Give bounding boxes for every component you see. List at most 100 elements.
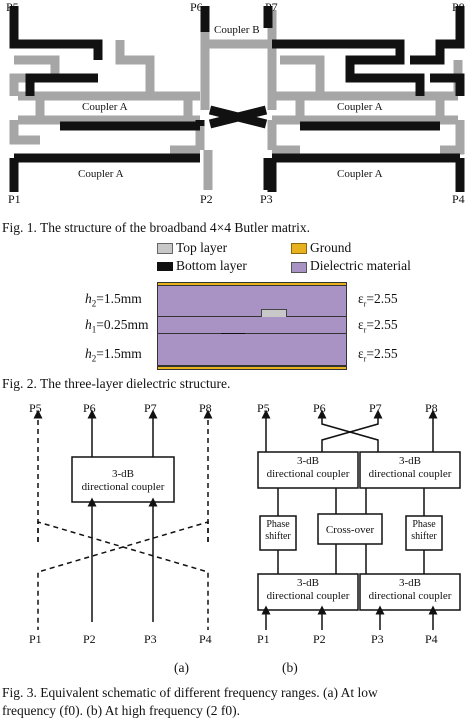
layer-label-3-sub: 2 bbox=[91, 353, 97, 364]
eps-label-2-sym: ε bbox=[358, 317, 364, 332]
fig3b-phase-left-line1: Phase bbox=[266, 519, 290, 530]
fig3b-coupler-br: 3-dB directional coupler bbox=[360, 577, 460, 603]
fig3a-port-p4: P4 bbox=[199, 632, 212, 646]
top-layer-swatch bbox=[157, 243, 173, 254]
schematic-a bbox=[33, 409, 213, 630]
layer-label-1: h2=1.5mm bbox=[85, 290, 142, 313]
eps-label-1-sym: ε bbox=[358, 291, 364, 306]
fig1-port-p7: P7 bbox=[265, 0, 278, 14]
fig3a-port-p6: P6 bbox=[83, 401, 96, 415]
bottom-ground-plane bbox=[157, 366, 347, 370]
top-ground-plane bbox=[157, 282, 347, 286]
fig3b-coupler-tl: 3-dB directional coupler bbox=[258, 455, 358, 481]
fig1-coupler-a-label-1: Coupler A bbox=[82, 101, 128, 113]
layer-label-2-sub: 1 bbox=[91, 324, 97, 335]
eps-label-3-sub: r bbox=[363, 354, 367, 364]
fig3b-port-p8: P8 bbox=[425, 401, 438, 415]
layer-label-2-sym: h bbox=[85, 317, 92, 332]
fig3b-coupler-tl-line2: directional coupler bbox=[266, 468, 350, 480]
fig3b-phase-right-line2: shifter bbox=[411, 531, 437, 542]
fig1-port-p3: P3 bbox=[260, 192, 273, 206]
eps-label-3-sym: ε bbox=[358, 346, 364, 361]
dielectric-layer-top bbox=[157, 286, 347, 317]
fig3b-coupler-tr: 3-dB directional coupler bbox=[360, 455, 460, 481]
eps-label-3: εr=2.55 bbox=[358, 346, 398, 364]
fig3b-coupler-br-line1: 3-dB bbox=[399, 577, 421, 589]
fig1-port-p1: P1 bbox=[8, 192, 21, 206]
dielectric-stack bbox=[157, 282, 347, 372]
fig3b-port-p6: P6 bbox=[313, 401, 326, 415]
fig3a-coupler-line2: directional coupler bbox=[81, 481, 165, 493]
eps-label-1-val: 2.55 bbox=[373, 291, 398, 306]
layer-label-1-sym: h bbox=[85, 291, 92, 306]
fig3b-coupler-bl-line1: 3-dB bbox=[297, 577, 319, 589]
fig3b-coupler-bl: 3-dB directional coupler bbox=[258, 577, 358, 603]
layer-label-1-sub: 2 bbox=[91, 298, 97, 309]
fig3b-coupler-tr-line2: directional coupler bbox=[368, 468, 452, 480]
fig1-port-p2: P2 bbox=[200, 192, 213, 206]
fig3b-coupler-tr-line1: 3-dB bbox=[399, 455, 421, 467]
fig3b-coupler-tl-line1: 3-dB bbox=[297, 455, 319, 467]
fig1-coupler-a-label-4: Coupler A bbox=[337, 168, 383, 180]
fig3b-port-p4: P4 bbox=[425, 632, 438, 646]
legend-bottom-layer: Bottom layer bbox=[176, 258, 247, 273]
fig1-coupler-a-label-2: Coupler A bbox=[337, 101, 383, 113]
fig2-legend: Top layer Ground Bottom layer Dielectric… bbox=[0, 238, 474, 278]
top-layer-traces bbox=[9, 10, 465, 190]
fig3-caption-line2: frequency (f0). (b) At high frequency (2… bbox=[2, 703, 241, 718]
layer-label-2-val: =0.25mm bbox=[96, 317, 149, 332]
fig3-schematics bbox=[33, 409, 461, 630]
dielectric-layer-bottom bbox=[157, 334, 347, 366]
fig3b-port-p3: P3 bbox=[371, 632, 384, 646]
fig3a-port-p8: P8 bbox=[199, 401, 212, 415]
fig3b-phase-left-line2: shifter bbox=[265, 531, 291, 542]
bottom-layer-traces bbox=[9, 6, 465, 192]
layer-label-2: h1=0.25mm bbox=[85, 316, 149, 339]
fig1-port-p6: P6 bbox=[190, 0, 203, 14]
eps-label-2: εr=2.55 bbox=[358, 317, 398, 335]
fig1-caption: Fig. 1. The structure of the broadband 4… bbox=[2, 220, 311, 235]
fig3a-port-p5: P5 bbox=[29, 401, 42, 415]
fig3-caption-line1: Fig. 3. Equivalent schematic of differen… bbox=[2, 685, 378, 700]
layer-label-1-val: =1.5mm bbox=[96, 291, 142, 306]
schematic-b bbox=[257, 409, 461, 630]
eps-label-2-sub: r bbox=[363, 325, 367, 335]
fig1-port-p5: P5 bbox=[6, 0, 19, 14]
fig3a-port-p3: P3 bbox=[144, 632, 157, 646]
fig3a-port-p7: P7 bbox=[144, 401, 157, 415]
layer-label-3-val: =1.5mm bbox=[96, 346, 142, 361]
dielectric-swatch bbox=[291, 262, 307, 273]
fig3b-port-p2: P2 bbox=[313, 632, 326, 646]
fig3a-coupler-line1: 3-dB bbox=[112, 468, 134, 480]
layer-label-3-sym: h bbox=[85, 346, 92, 361]
legend-dielectric: Dielectric material bbox=[310, 258, 411, 273]
fig1-port-p4: P4 bbox=[452, 192, 465, 206]
fig3a-port-p1: P1 bbox=[29, 632, 42, 646]
fig1-coupler-b-label: Coupler B bbox=[214, 24, 260, 36]
fig3b-crossover: Cross-over bbox=[325, 524, 375, 536]
fig1-coupler-a-label-3: Coupler A bbox=[78, 168, 124, 180]
eps-label-1-sub: r bbox=[363, 299, 367, 309]
fig1-port-p8: P8 bbox=[452, 0, 465, 14]
fig3a-port-p2: P2 bbox=[83, 632, 96, 646]
fig3a-coupler: 3-dB directional coupler bbox=[72, 468, 174, 494]
fig3-label-b: (b) bbox=[282, 660, 298, 675]
legend-ground: Ground bbox=[310, 240, 352, 255]
butler-matrix-layout bbox=[9, 6, 465, 192]
fig3b-phase-right: Phase shifter bbox=[406, 519, 442, 543]
ground-swatch bbox=[291, 243, 307, 254]
fig3b-port-p5: P5 bbox=[257, 401, 270, 415]
fig3b-coupler-bl-line2: directional coupler bbox=[266, 590, 350, 602]
fig2-caption: Fig. 2. The three-layer dielectric struc… bbox=[2, 376, 231, 391]
fig3-label-a: (a) bbox=[174, 660, 189, 675]
dielectric-layer-middle bbox=[157, 317, 347, 334]
fig1-layout bbox=[0, 0, 474, 210]
legend-top-layer: Top layer bbox=[176, 240, 228, 255]
eps-label-3-val: 2.55 bbox=[373, 346, 398, 361]
fig3b-port-p7: P7 bbox=[369, 401, 382, 415]
eps-label-2-val: 2.55 bbox=[373, 317, 398, 332]
fig3b-coupler-br-line2: directional coupler bbox=[368, 590, 452, 602]
bottom-layer-swatch bbox=[157, 262, 173, 271]
eps-label-1: εr=2.55 bbox=[358, 291, 398, 309]
layer-label-3: h2=1.5mm bbox=[85, 345, 142, 368]
